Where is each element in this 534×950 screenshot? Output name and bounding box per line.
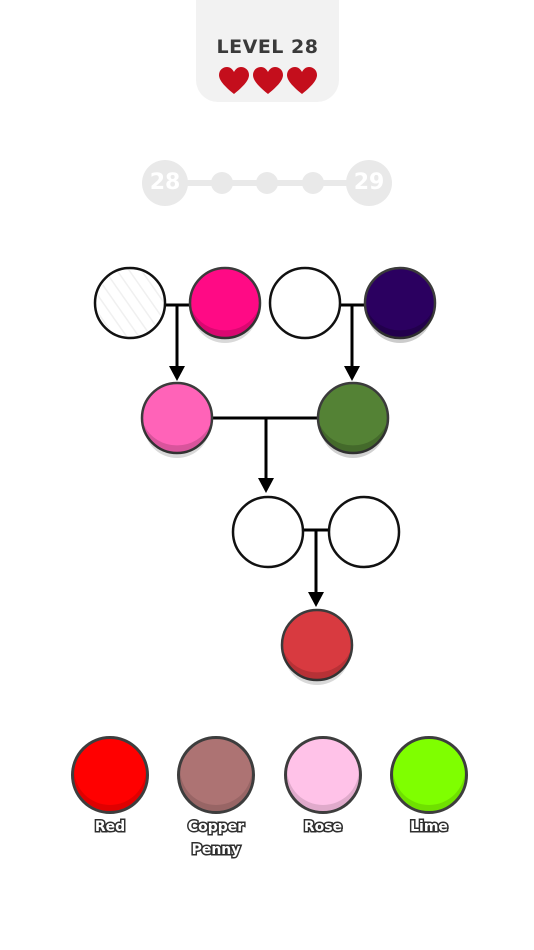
next-level-node: 29 (346, 160, 392, 206)
given-color-pink (188, 266, 262, 343)
color-palette: Red Copper Penny Rose Lime (0, 736, 534, 876)
swatch-red[interactable] (71, 736, 149, 814)
swatch-label: Lime (409, 818, 450, 837)
mixed-color-pink (140, 381, 214, 458)
swatch-lime[interactable] (390, 736, 468, 814)
arrow-down-icon (344, 366, 360, 381)
color-slot-empty[interactable] (231, 495, 305, 569)
target-color (280, 608, 354, 685)
current-level-node: 28 (142, 160, 188, 206)
arrow-down-icon (308, 592, 324, 607)
heart-icon (253, 67, 283, 94)
level-header: LEVEL 28 (196, 0, 339, 102)
color-slot-empty[interactable] (268, 266, 342, 340)
swatch-copper-penny[interactable] (177, 736, 255, 814)
mixing-tree (93, 266, 437, 685)
tree-arrows (169, 366, 360, 607)
swatch-label: Red (93, 818, 126, 837)
arrow-down-icon (258, 478, 274, 493)
color-slot-empty[interactable] (327, 495, 401, 569)
heart-icon (287, 67, 317, 94)
level-progress: 28 29 (142, 160, 392, 208)
given-color-indigo (363, 266, 437, 343)
swatch-label: Copper Penny (186, 818, 245, 860)
lives-indicator (216, 66, 320, 96)
progress-step-dot (302, 172, 324, 194)
heart-icon (219, 67, 249, 94)
swatch-label: Rose (302, 818, 343, 837)
tree-connectors (165, 303, 365, 594)
arrow-down-icon (169, 366, 185, 381)
progress-step-dot (256, 172, 278, 194)
swatch-rose[interactable] (284, 736, 362, 814)
mixed-color-green (316, 381, 390, 458)
level-title: LEVEL 28 (216, 36, 319, 58)
color-slot-empty[interactable] (93, 266, 167, 340)
progress-step-dot (211, 172, 233, 194)
